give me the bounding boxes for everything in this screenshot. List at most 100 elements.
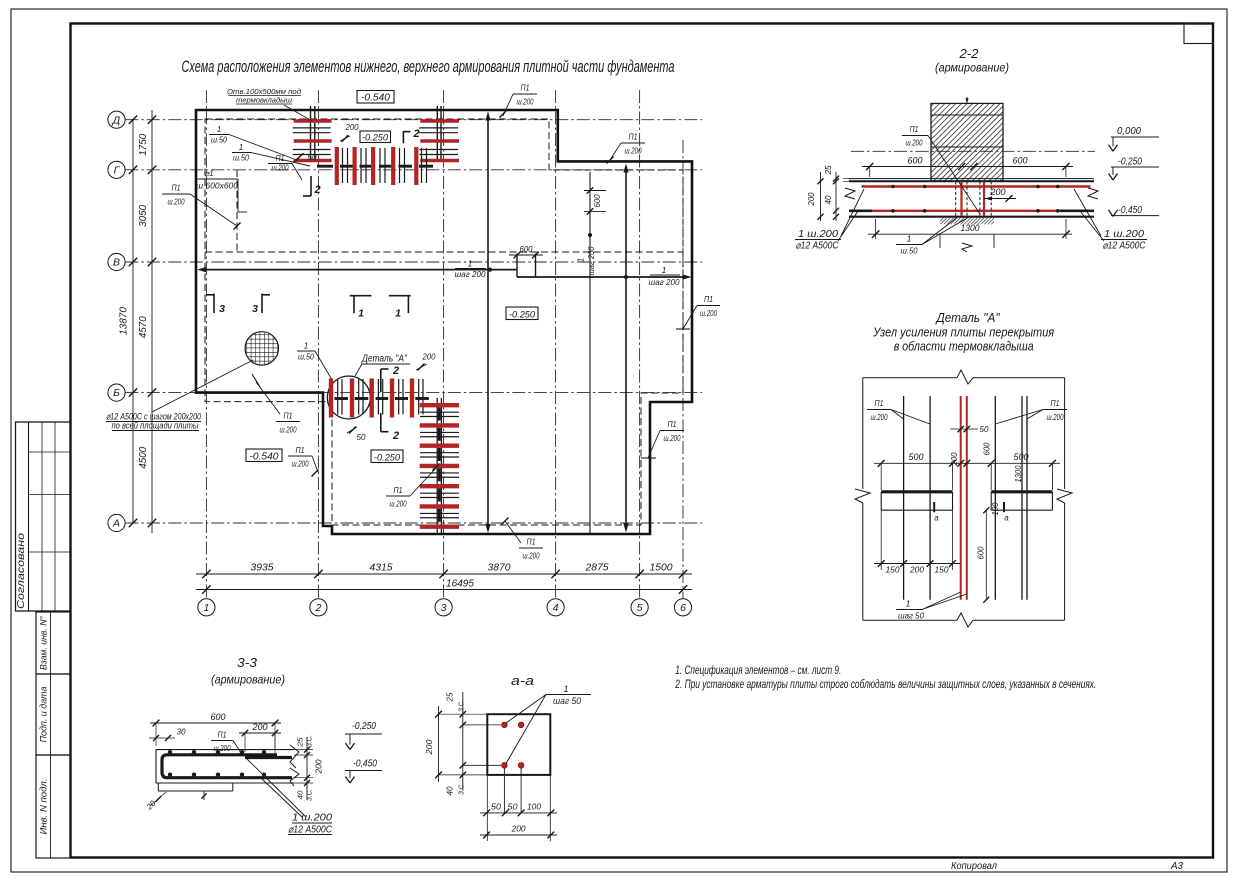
svg-text:1: 1 <box>662 265 667 275</box>
svg-text:термовкладыш: термовкладыш <box>236 96 293 105</box>
svg-text:4315: 4315 <box>370 563 393 574</box>
svg-text:Г: Г <box>114 164 121 176</box>
svg-text:100: 100 <box>991 502 1000 516</box>
svg-text:200: 200 <box>422 353 436 362</box>
svg-text:1: 1 <box>906 599 911 609</box>
svg-text:200: 200 <box>315 759 324 775</box>
svg-text:-0,250: -0,250 <box>352 721 376 732</box>
svg-text:в области термовкладыша: в области термовкладыша <box>894 340 1034 354</box>
svg-text:150: 150 <box>935 565 949 575</box>
svg-text:3935: 3935 <box>251 563 274 574</box>
svg-text:150: 150 <box>886 565 900 575</box>
svg-text:⌀1: ⌀1 <box>204 169 213 178</box>
svg-text:6: 6 <box>680 602 686 614</box>
svg-text:50: 50 <box>308 153 318 162</box>
svg-text:3: 3 <box>252 303 258 315</box>
svg-text:П1: П1 <box>394 486 403 495</box>
svg-text:1: 1 <box>577 258 586 262</box>
svg-text:1: 1 <box>358 308 364 320</box>
svg-text:Отв.100х500мм под: Отв.100х500мм под <box>227 87 301 96</box>
svg-text:1500: 1500 <box>650 563 673 574</box>
svg-text:⌀12 А500С: ⌀12 А500С <box>796 241 840 252</box>
svg-text:50: 50 <box>508 802 518 812</box>
svg-text:Инв. N подл.: Инв. N подл. <box>39 779 50 835</box>
svg-text:ш.200: ш.200 <box>390 500 407 509</box>
svg-text:А: А <box>112 518 120 530</box>
svg-text:2: 2 <box>313 184 320 196</box>
svg-text:⌀12 А500С: ⌀12 А500С <box>1103 241 1147 252</box>
svg-text:(армирование): (армирование) <box>211 673 285 687</box>
svg-text:40: 40 <box>824 195 833 205</box>
svg-text:25: 25 <box>824 165 833 176</box>
svg-text:ш.200: ш.200 <box>523 552 540 561</box>
svg-text:ш.50: ш.50 <box>233 154 249 163</box>
svg-text:ш.50: ш.50 <box>298 353 314 362</box>
svg-text:Взам. инв. N°: Взам. инв. N° <box>39 616 50 670</box>
svg-text:600: 600 <box>593 194 602 208</box>
svg-text:1. Спецификация элементов – см: 1. Спецификация элементов – см. лист 9. <box>675 663 841 677</box>
svg-text:600: 600 <box>983 442 992 456</box>
svg-text:П1: П1 <box>521 84 530 93</box>
svg-text:1 ш.200: 1 ш.200 <box>798 229 838 240</box>
svg-text:600: 600 <box>908 156 923 166</box>
svg-text:25: 25 <box>446 692 455 703</box>
svg-text:3: 3 <box>219 303 225 315</box>
svg-text:3050: 3050 <box>138 204 149 226</box>
svg-text:3-3: 3-3 <box>237 655 258 670</box>
svg-text:ш.200: ш.200 <box>906 139 923 148</box>
svg-text:50: 50 <box>491 802 501 812</box>
svg-text:З.С.: З.С. <box>307 789 314 801</box>
svg-text:-0,450: -0,450 <box>1118 205 1142 216</box>
svg-text:2: 2 <box>392 430 399 442</box>
svg-text:1: 1 <box>217 125 221 134</box>
svg-text:ш.200: ш.200 <box>272 164 289 173</box>
svg-text:2875: 2875 <box>584 563 608 574</box>
svg-text:2. При установке арматуры плит: 2. При установке арматуры плиты строго с… <box>675 677 1097 691</box>
svg-text:шаг 200: шаг 200 <box>587 246 596 276</box>
svg-text:2: 2 <box>314 602 321 614</box>
svg-text:ш.200: ш.200 <box>1047 413 1064 422</box>
svg-text:4570: 4570 <box>138 316 149 338</box>
svg-text:50: 50 <box>357 433 367 442</box>
svg-text:40: 40 <box>296 790 305 800</box>
svg-text:П1: П1 <box>875 399 884 408</box>
svg-text:500: 500 <box>909 452 924 462</box>
svg-text:30: 30 <box>177 728 187 737</box>
svg-text:16495: 16495 <box>446 579 474 590</box>
svg-text:200: 200 <box>950 452 959 466</box>
svg-text:1: 1 <box>468 259 473 269</box>
svg-text:ш.200: ш.200 <box>625 147 642 156</box>
svg-text:Копировал: Копировал <box>951 860 997 872</box>
svg-text:a: a <box>1004 514 1009 523</box>
svg-text:2: 2 <box>392 365 399 377</box>
svg-text:П1: П1 <box>910 125 919 134</box>
svg-text:П1: П1 <box>704 295 713 304</box>
svg-text:500: 500 <box>1014 452 1029 462</box>
svg-text:З.С.: З.С. <box>459 783 466 795</box>
svg-text:ш.200: ш.200 <box>292 460 309 469</box>
svg-text:З.С.: З.С. <box>459 700 466 712</box>
svg-text:200: 200 <box>424 739 434 755</box>
svg-text:ш.200: ш.200 <box>280 426 297 435</box>
svg-text:3870: 3870 <box>488 563 511 574</box>
svg-text:(армирование): (армирование) <box>935 61 1009 75</box>
svg-text:П1: П1 <box>668 420 677 429</box>
svg-text:13870: 13870 <box>119 307 130 335</box>
svg-text:шаг 50: шаг 50 <box>898 611 924 621</box>
svg-text:200: 200 <box>511 824 526 834</box>
svg-text:П1: П1 <box>296 446 305 455</box>
svg-text:5: 5 <box>637 602 643 614</box>
svg-text:2-2: 2-2 <box>958 46 979 61</box>
svg-text:П1: П1 <box>527 538 536 547</box>
svg-text:З.С.: З.С. <box>307 735 314 747</box>
svg-text:А3: А3 <box>1170 860 1183 872</box>
svg-text:-0.250: -0.250 <box>509 309 536 320</box>
svg-text:П1: П1 <box>218 731 227 740</box>
svg-text:В: В <box>113 257 120 269</box>
svg-text:1: 1 <box>203 602 209 614</box>
svg-text:Узел усиления плиты перекрытия: Узел усиления плиты перекрытия <box>872 326 1054 340</box>
svg-text:шаг 200: шаг 200 <box>455 269 486 279</box>
svg-text:3: 3 <box>441 602 447 614</box>
svg-text:ш.200: ш.200 <box>871 413 888 422</box>
svg-text:Б: Б <box>113 387 120 399</box>
